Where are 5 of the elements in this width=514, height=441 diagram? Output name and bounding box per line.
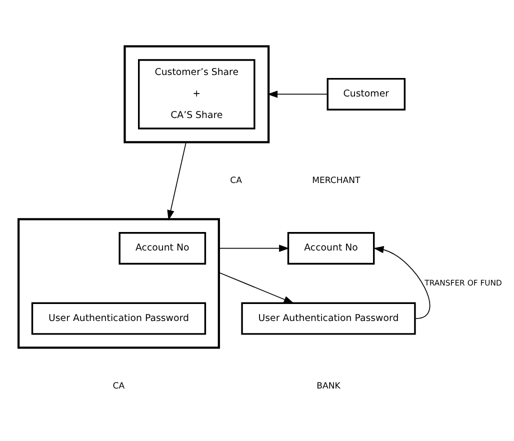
label: CA <box>230 176 242 186</box>
label: BANK <box>316 381 340 392</box>
edge-label: TRANSFER OF FUND <box>424 278 502 288</box>
label: CA <box>112 381 125 392</box>
label: MERCHANT <box>312 176 360 186</box>
